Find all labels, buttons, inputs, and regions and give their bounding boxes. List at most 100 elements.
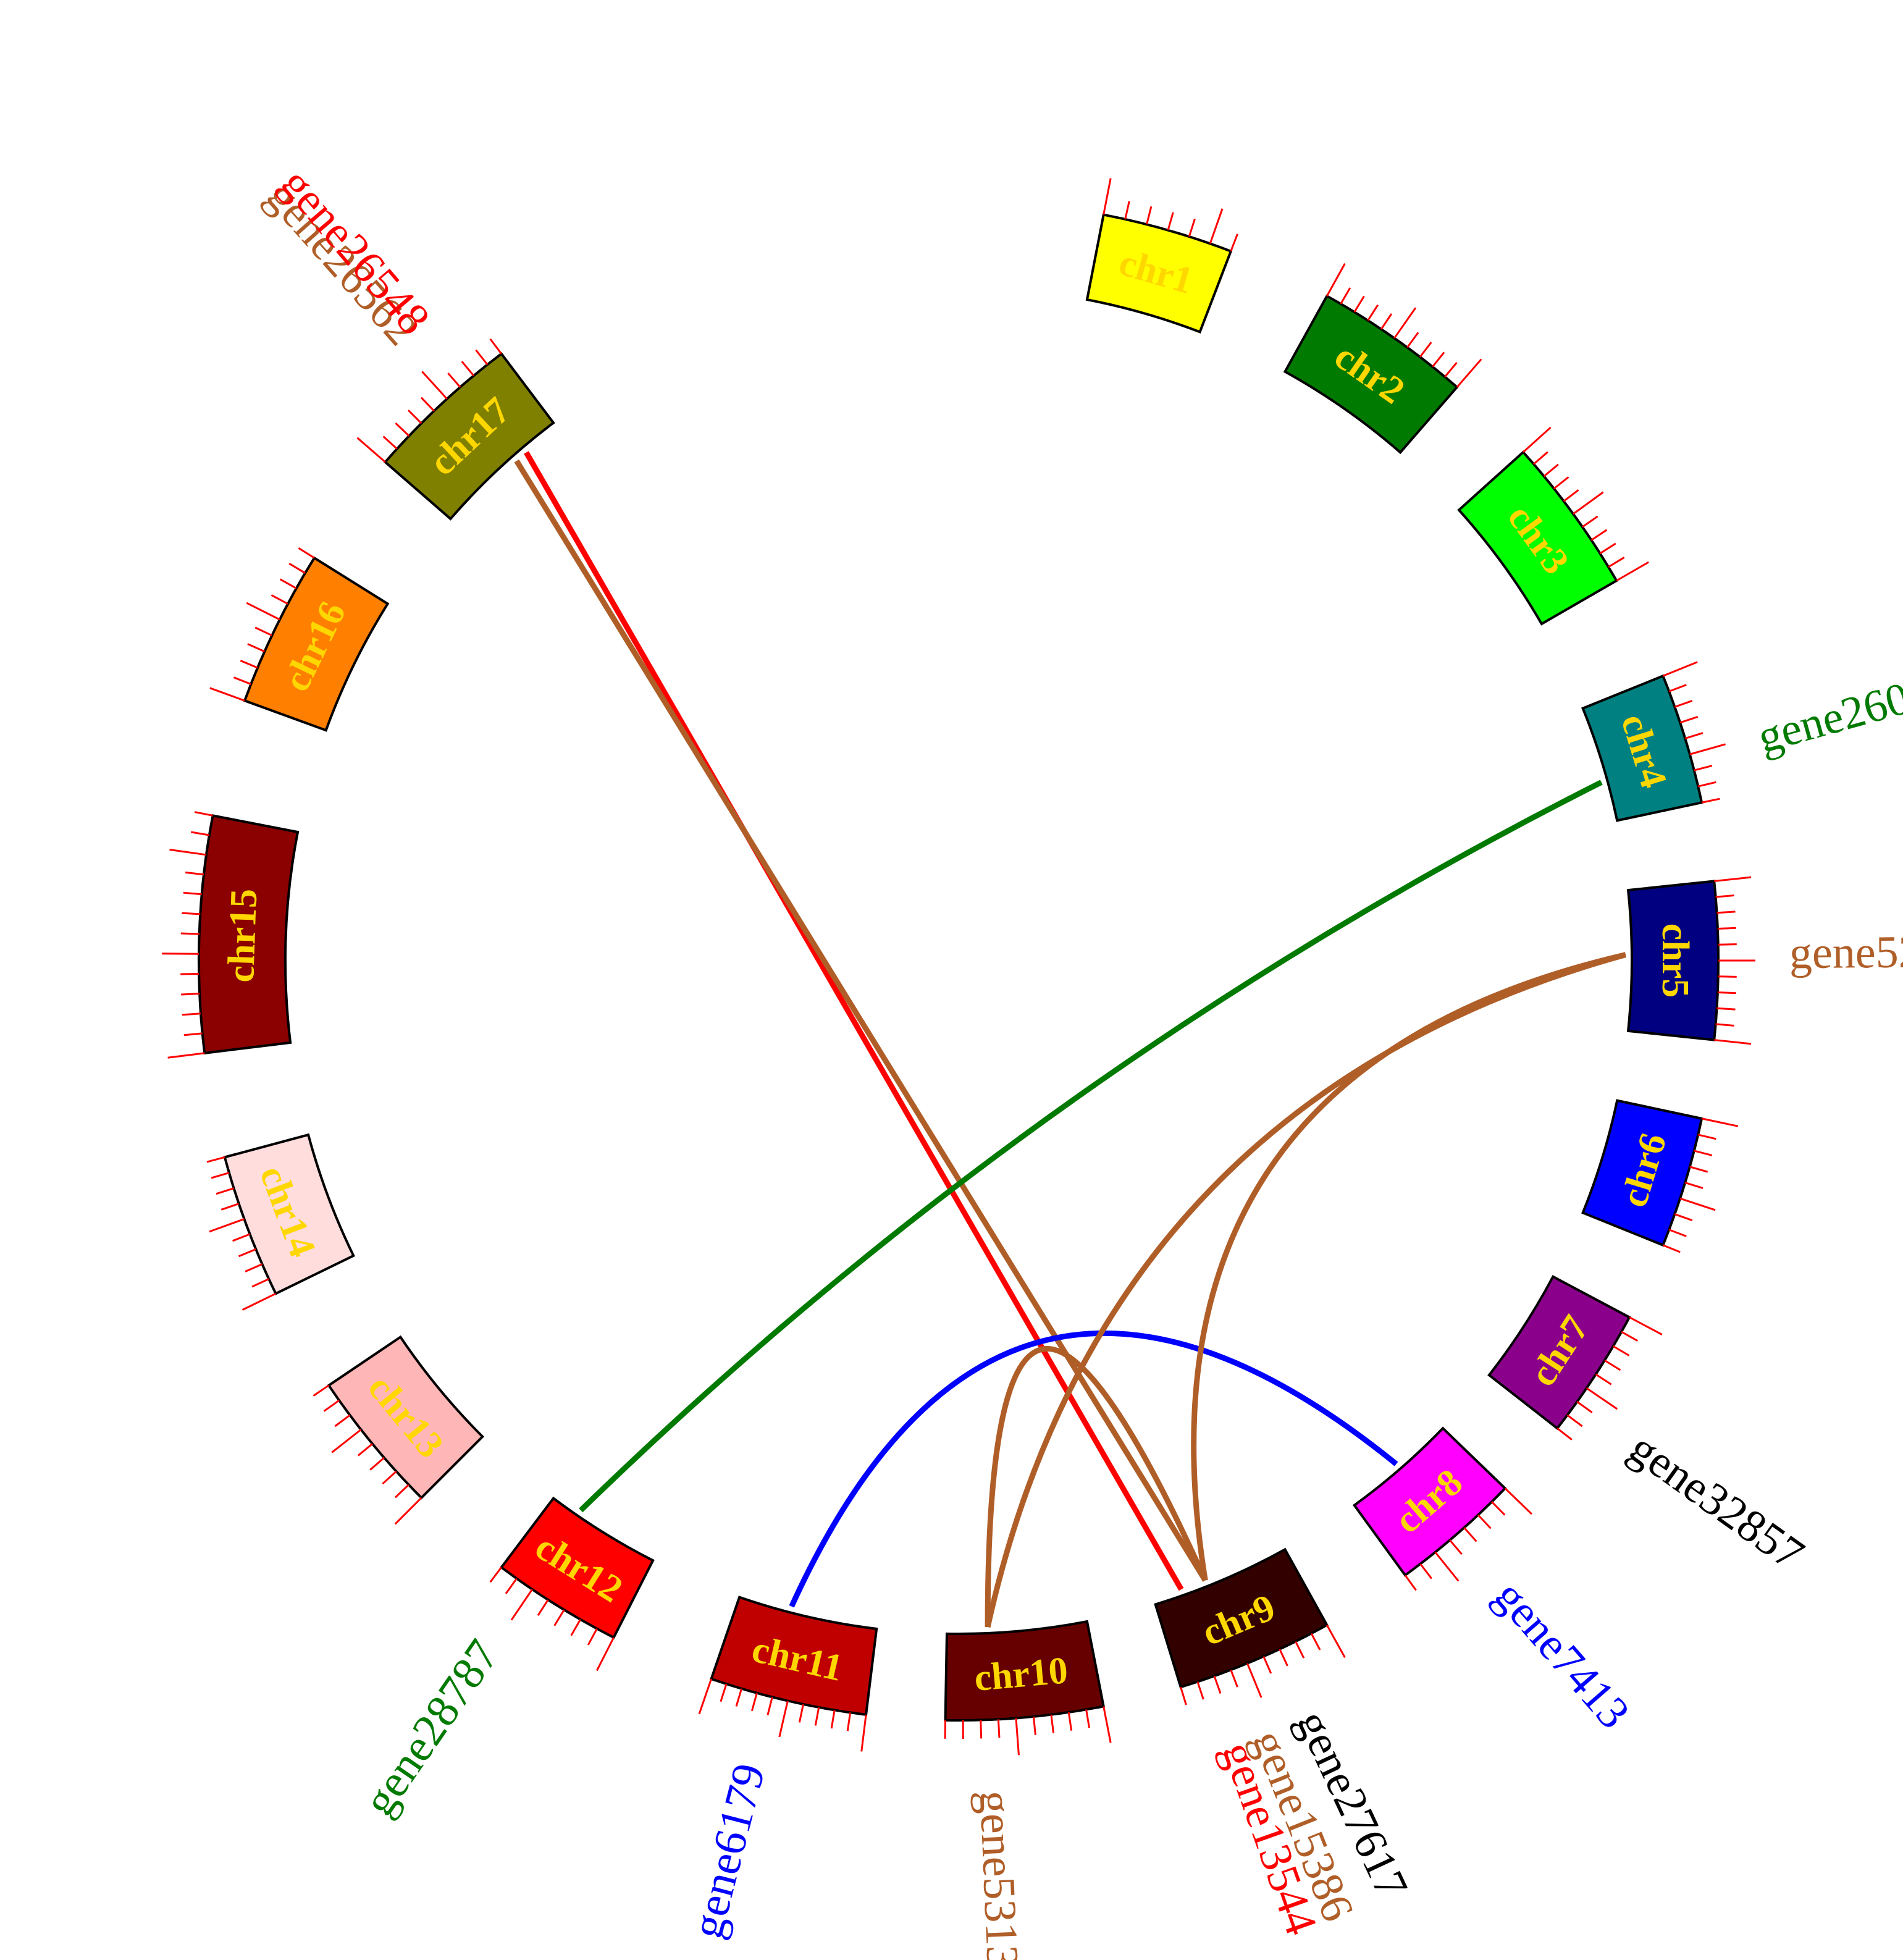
- tick-chr17: [475, 349, 489, 366]
- tick-chr2: [1406, 332, 1419, 348]
- link-gene6179-gene7413: [789, 1331, 1398, 1608]
- chromosome-chr11: chr11: [698, 1596, 878, 1752]
- tick-chr14: [206, 1156, 225, 1163]
- tick-chr12: [570, 1618, 581, 1636]
- tick-chr3: [1543, 463, 1559, 477]
- tick-chr11: [698, 1678, 712, 1715]
- tick-chr15: [181, 993, 200, 996]
- link-gene5313-gene15386: [985, 1345, 1208, 1627]
- tick-chr5: [1714, 876, 1752, 882]
- band-chr3: [1457, 450, 1618, 626]
- tick-chr17: [461, 361, 475, 377]
- tick-chr8: [1477, 1514, 1492, 1529]
- tick-chr17: [489, 338, 502, 355]
- tick-chr3: [1533, 451, 1548, 465]
- tick-chr5: [1718, 943, 1737, 946]
- band-chr10: [944, 1620, 1106, 1722]
- tick-chr17: [407, 409, 422, 424]
- tick-chr1: [1188, 218, 1196, 237]
- tick-chr11: [798, 1704, 804, 1723]
- tick-chr12: [587, 1628, 598, 1646]
- tick-chr14: [238, 1248, 256, 1258]
- tick-chr7: [1556, 1428, 1573, 1441]
- tick-chr9: [1213, 1675, 1222, 1694]
- tick-chr10: [1103, 1706, 1112, 1743]
- tick-chr1: [1146, 206, 1153, 225]
- tick-chr7: [1566, 1414, 1583, 1428]
- band-chr8: [1352, 1426, 1507, 1577]
- tick-chr16: [209, 687, 245, 702]
- tick-chr2: [1340, 287, 1351, 305]
- tick-chr17: [447, 372, 461, 388]
- tick-chr9: [1310, 1633, 1321, 1651]
- tick-chr14: [216, 1187, 235, 1195]
- tick-chr17: [395, 422, 410, 437]
- tick-chr10: [1032, 1716, 1036, 1735]
- tick-chr9: [1246, 1663, 1262, 1698]
- tick-chr5: [1716, 1007, 1736, 1011]
- chromosome-chr13: chr13: [313, 1335, 485, 1525]
- tick-chr3: [1582, 515, 1598, 528]
- tick-chr11: [735, 1688, 743, 1707]
- band-chr6: [1581, 1099, 1703, 1247]
- tick-chr12: [489, 1567, 502, 1583]
- gene-label-gene7413: gene7413: [1484, 1571, 1639, 1738]
- tick-chr8: [1449, 1539, 1463, 1555]
- chromosome-chr5: chr5: [1626, 876, 1755, 1045]
- band-chr4: [1581, 674, 1703, 822]
- tick-chr15: [183, 1032, 203, 1037]
- tick-chr13: [382, 1470, 397, 1485]
- gene-label-gene5297: gene5297: [1789, 927, 1903, 979]
- tick-chr2: [1353, 295, 1365, 313]
- tick-chr15: [194, 811, 213, 817]
- chromosome-chr14: chr14: [206, 1133, 355, 1311]
- tick-chr6: [1694, 1150, 1713, 1156]
- tick-chr2: [1380, 313, 1393, 330]
- tick-chr1: [1167, 212, 1174, 231]
- tick-chr6: [1701, 1117, 1739, 1127]
- chromosome-chr8: chr8: [1352, 1426, 1532, 1591]
- tick-chr14: [245, 1263, 263, 1272]
- label-chr10: chr10: [973, 1649, 1070, 1699]
- tick-chr3: [1563, 489, 1579, 502]
- gene-label-gene5313: gene5313: [970, 1790, 1028, 1960]
- tick-chr7: [1595, 1373, 1612, 1386]
- tick-chr13: [369, 1457, 385, 1471]
- band-chr15: [198, 814, 300, 1055]
- tick-chr14: [232, 1233, 251, 1242]
- tick-chr9: [1326, 1625, 1346, 1658]
- band-chr7: [1487, 1275, 1631, 1431]
- tick-chr8: [1419, 1563, 1432, 1579]
- tick-chr15: [185, 871, 204, 876]
- tick-chr2: [1393, 307, 1417, 339]
- tick-chr4: [1674, 699, 1693, 708]
- tick-chr11: [767, 1697, 773, 1715]
- tick-chr6: [1662, 1244, 1681, 1253]
- tick-chr11: [846, 1712, 852, 1731]
- tick-chr11: [830, 1710, 836, 1729]
- tick-chr10: [1015, 1718, 1020, 1756]
- tick-chr6: [1668, 1229, 1687, 1237]
- tick-chr11: [860, 1714, 867, 1752]
- tick-chr5: [1716, 911, 1736, 914]
- tick-chr16: [279, 578, 297, 589]
- tick-chr14: [242, 1292, 277, 1311]
- gene-label-gene26043: gene26043: [1752, 660, 1903, 763]
- tick-chr1: [1209, 208, 1224, 244]
- tick-chr5: [1715, 894, 1734, 898]
- band-chr5: [1626, 880, 1720, 1041]
- tick-chr2: [1456, 358, 1482, 388]
- tick-chr2: [1326, 263, 1346, 297]
- tick-chr13: [394, 1484, 410, 1499]
- tick-chr11: [814, 1707, 820, 1726]
- tick-chr17: [421, 371, 448, 400]
- link-gene26548-gene13544: [524, 451, 1184, 1591]
- link-gene26562-gene15386: [514, 459, 1208, 1582]
- chromosome-chr1: chr1: [1085, 178, 1238, 334]
- gene-label-gene32857: gene32857: [1620, 1423, 1813, 1580]
- tick-chr14: [211, 1172, 230, 1179]
- tick-chr7: [1576, 1401, 1593, 1413]
- chromosome-ring: chr1chr2chr3chr4chr5chr6chr7chr8chr9chr1…: [162, 178, 1755, 1756]
- tick-chr1: [1230, 233, 1238, 252]
